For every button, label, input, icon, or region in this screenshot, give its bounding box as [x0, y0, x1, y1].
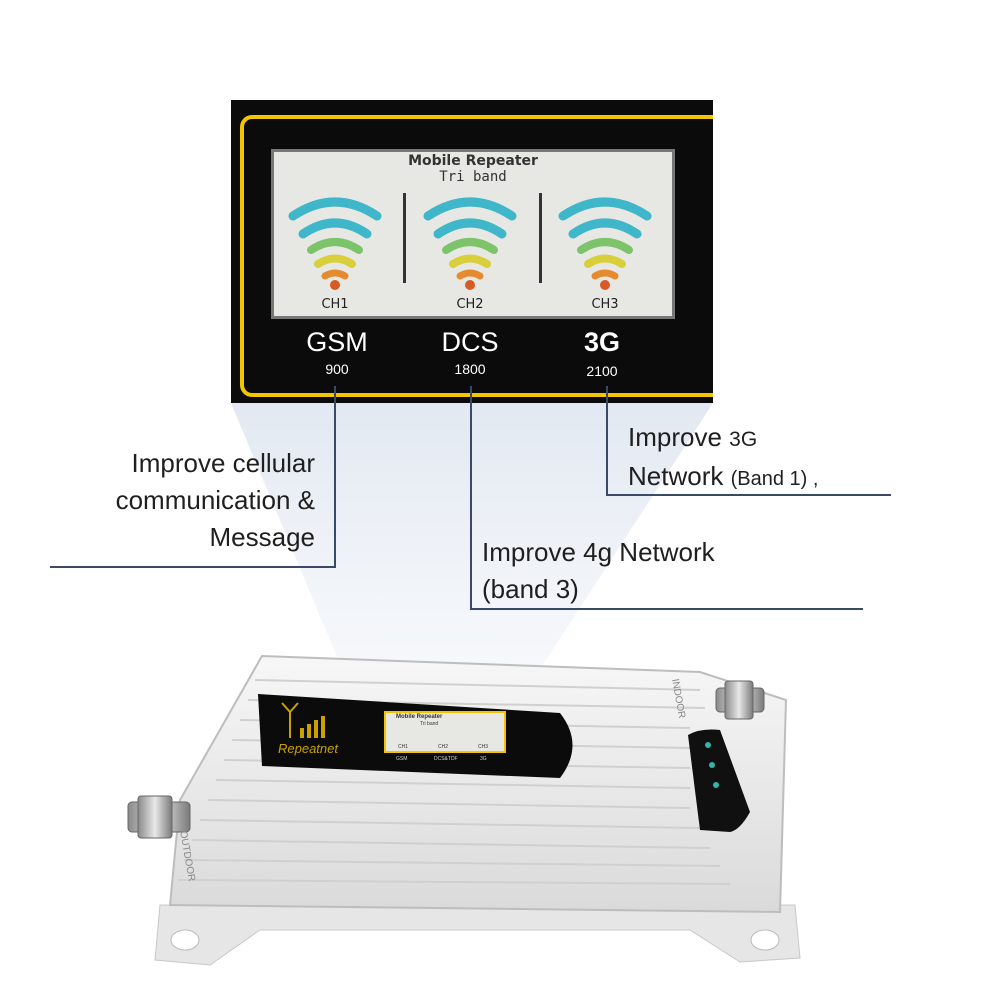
- lcd-divider: [403, 193, 406, 283]
- band-frequency: 2100: [586, 363, 618, 379]
- lcd-yellow-frame: [240, 115, 713, 397]
- callout-underline-3g: [606, 494, 891, 496]
- callout-3g: Improve 3G Network (Band 1) ,: [628, 419, 928, 498]
- callout-3g-text: ,: [807, 468, 819, 490]
- lcd-title: Mobile Repeater: [408, 153, 538, 169]
- band-name: DCS: [441, 327, 499, 357]
- callout-dcs-line: Improve 4g Network: [482, 537, 715, 567]
- callout-gsm-line: communication &: [115, 485, 315, 515]
- device-mini-subtitle: Tri band: [420, 721, 439, 727]
- signal-wave-icon: [558, 197, 652, 290]
- channel-label: CH1: [321, 297, 349, 312]
- device-mini-band: 3G: [480, 756, 487, 762]
- callout-leader-dcs: [470, 386, 472, 610]
- band-name: GSM: [306, 327, 368, 357]
- callout-underline-gsm: [50, 566, 336, 568]
- callout-leader-3g: [606, 386, 608, 496]
- repeater-device: [127, 654, 801, 966]
- device-mini-channel: CH3: [478, 744, 489, 750]
- callout-gsm-line: Improve cellular: [131, 448, 315, 478]
- lcd-divider: [539, 193, 542, 283]
- callout-gsm: Improve cellular communication & Message: [40, 445, 315, 556]
- callout-3g-text: Improve: [628, 422, 730, 452]
- channel-label: CH3: [591, 297, 619, 312]
- callout-leader-gsm: [334, 386, 336, 568]
- callout-dcs: Improve 4g Network (band 3): [482, 534, 862, 608]
- signal-wave-icon: [288, 197, 382, 290]
- band-name: 3G: [583, 327, 621, 357]
- device-mini-channel: CH2: [438, 744, 449, 750]
- signal-wave-icon: [423, 197, 517, 290]
- callout-3g-text: (Band 1): [730, 468, 808, 490]
- device-mini-band: GSM: [396, 756, 408, 762]
- device-mini-channel: CH1: [398, 744, 409, 750]
- channel-label: CH2: [456, 297, 484, 312]
- band-frequency: 900: [325, 361, 349, 377]
- callout-3g-text: Network: [628, 461, 731, 491]
- callout-dcs-line: (band 3): [482, 574, 579, 604]
- callout-3g-text: 3G: [729, 428, 758, 451]
- device-mini-title: Mobile Repeater: [396, 714, 443, 720]
- device-mini-band: DCS&TDF: [434, 756, 458, 762]
- lcd-screen: [271, 149, 675, 319]
- band-frequency: 1800: [454, 361, 486, 377]
- callout-gsm-line: Message: [209, 522, 316, 552]
- callout-underline-dcs: [470, 608, 863, 610]
- device-brand-label: Repeatnet: [278, 741, 338, 756]
- lcd-subtitle: Tri band: [439, 169, 507, 185]
